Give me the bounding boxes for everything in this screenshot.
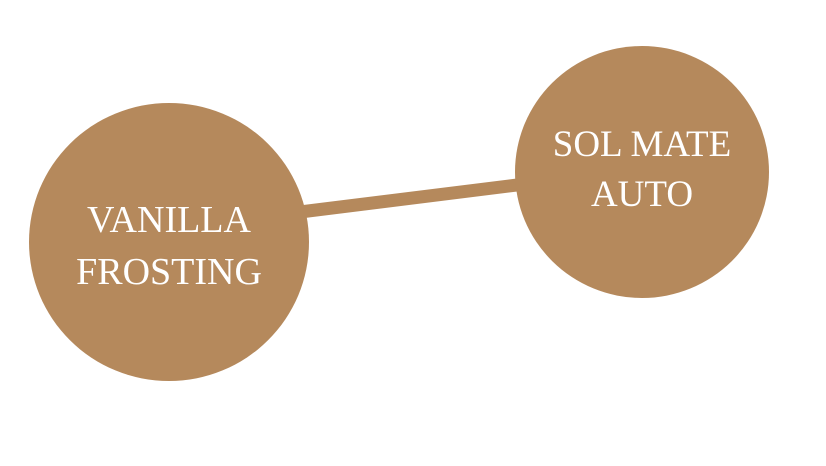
- edge-vanilla-to-solmate: [299, 177, 526, 219]
- node-label-line: VANILLA: [87, 199, 251, 241]
- node-label-line: FROSTING: [76, 251, 262, 293]
- node-label-line: AUTO: [590, 174, 694, 215]
- node-vanilla-frosting: VANILLA FROSTING: [29, 103, 309, 381]
- node-label-line: SOL MATE: [552, 124, 732, 165]
- node-sol-mate-auto: SOL MATE AUTO: [515, 46, 769, 298]
